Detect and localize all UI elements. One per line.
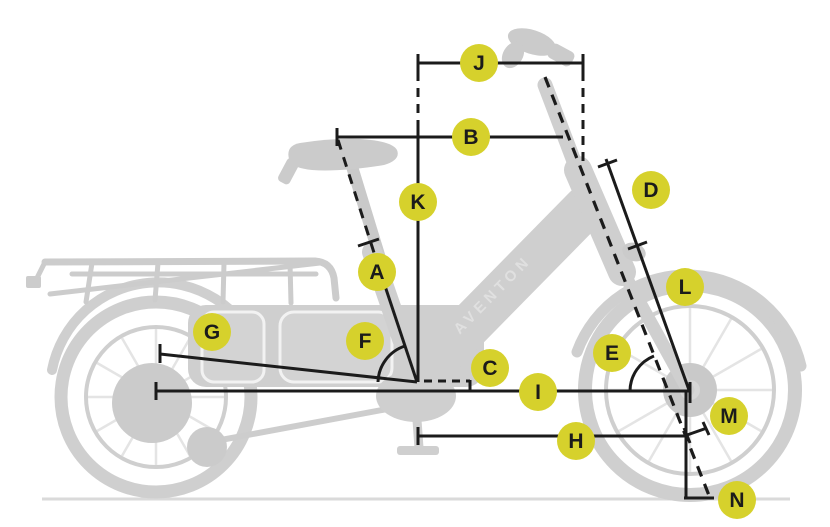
geometry-marker-g: G	[193, 313, 231, 351]
down-tube	[398, 186, 607, 398]
handlebar	[501, 28, 575, 69]
measurement-lines	[154, 54, 714, 500]
marker-letter: I	[535, 380, 541, 404]
geometry-marker-m: M	[710, 397, 748, 435]
geometry-marker-i: I	[519, 373, 557, 411]
tail-light	[26, 276, 41, 288]
marker-letter: G	[203, 320, 221, 344]
dim-m-line	[682, 421, 711, 444]
rear-cog	[187, 427, 227, 467]
kickstand	[397, 446, 439, 455]
marker-letter: B	[463, 125, 479, 149]
dim-e-arc	[628, 354, 655, 392]
dim-n-line	[684, 392, 714, 500]
rear-hub-motor	[112, 363, 192, 443]
dim-b-line	[335, 128, 563, 146]
geometry-marker-c: C	[471, 349, 509, 387]
dim-i-line	[154, 382, 692, 403]
dim-j-line	[416, 54, 585, 163]
marker-letter: M	[720, 404, 738, 428]
saddle	[288, 138, 398, 171]
geometry-marker-f: F	[346, 322, 384, 360]
marker-letter: F	[358, 329, 372, 353]
marker-letter: L	[678, 275, 692, 299]
fork	[605, 245, 695, 397]
marker-letter: C	[482, 356, 498, 380]
marker-letter: K	[410, 190, 426, 214]
stem	[537, 77, 591, 193]
marker-letter: N	[729, 488, 745, 512]
marker-letter: J	[473, 51, 485, 75]
geometry-marker-l: L	[666, 268, 704, 306]
geometry-marker-d: D	[632, 171, 670, 209]
geometry-marker-k: K	[399, 183, 437, 221]
dim-d-l-line	[597, 158, 691, 391]
geometry-marker-h: H	[557, 422, 595, 460]
dim-h-line	[416, 427, 686, 445]
dim-c-line	[424, 379, 472, 392]
geometry-marker-e: E	[593, 334, 631, 372]
marker-letter: D	[643, 178, 659, 202]
marker-letter: E	[604, 341, 619, 365]
geometry-marker-j: J	[460, 44, 498, 82]
marker-letter: A	[369, 260, 385, 284]
dim-g-line	[158, 344, 418, 384]
geometry-marker-a: A	[358, 253, 396, 291]
geometry-marker-n: N	[718, 481, 756, 519]
geometry-marker-b: B	[452, 118, 490, 156]
rear-rack	[26, 257, 340, 306]
marker-letter: H	[568, 429, 584, 453]
